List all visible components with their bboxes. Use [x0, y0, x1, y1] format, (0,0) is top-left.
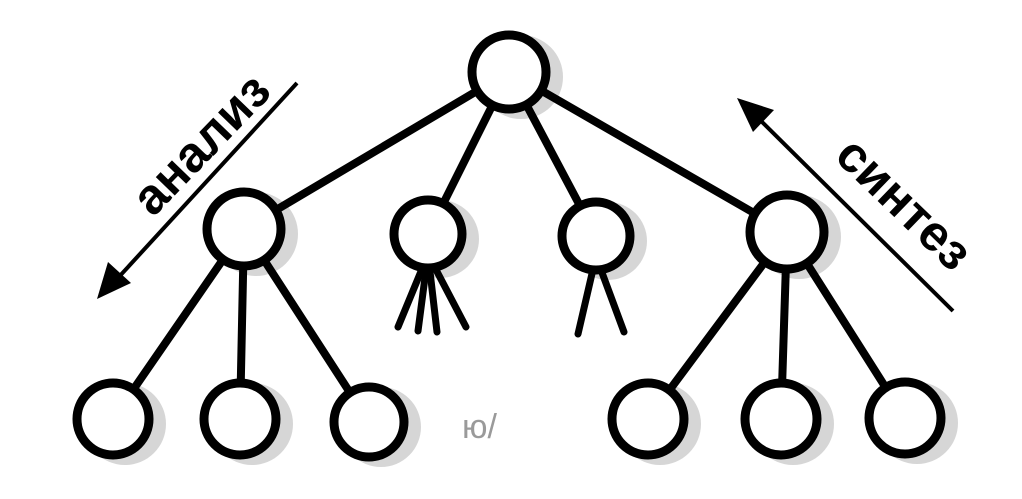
node-right-leaf-3 [864, 377, 946, 459]
tree-nodes [72, 30, 946, 462]
page-mark: ю/ [462, 408, 498, 446]
node-root [467, 30, 551, 114]
node-left-branch [202, 187, 286, 271]
synthesis-arrow [737, 98, 955, 313]
analysis-arrow-head [97, 262, 131, 299]
edge-root-to-left-branch [240, 68, 513, 233]
node-right-leaf-1 [607, 378, 689, 460]
node-left-leaf-3 [329, 382, 409, 462]
node-mid-left-branch [389, 195, 467, 273]
analysis-arrow-shaft [115, 81, 299, 281]
synthesis-arrow-head [737, 98, 774, 132]
node-left-leaf-2 [199, 378, 281, 460]
node-left-leaf-1 [72, 378, 154, 460]
node-right-leaf-2 [740, 378, 822, 460]
synthesis-arrow-shaft [752, 112, 955, 313]
analysis-arrow [97, 81, 299, 299]
edge-root-to-right-branch [505, 68, 791, 236]
node-right-branch [745, 190, 829, 274]
node-mid-right-branch [557, 197, 635, 275]
synthesis-label: синтез [825, 126, 983, 282]
